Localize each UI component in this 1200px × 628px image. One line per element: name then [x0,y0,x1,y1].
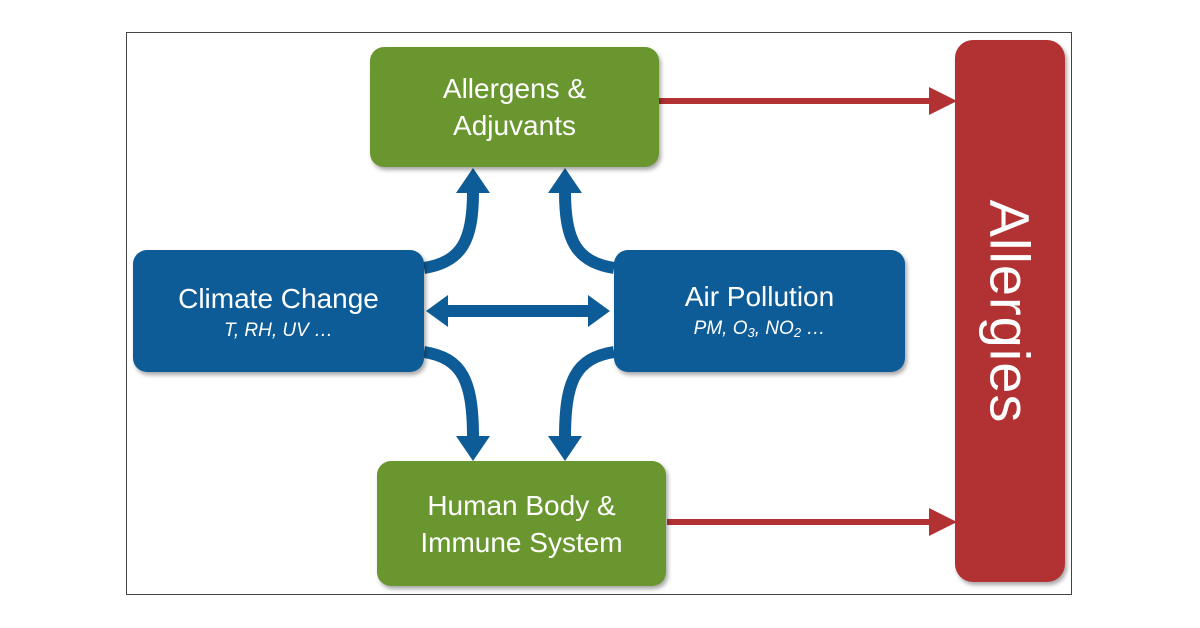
human-body-immune-label: Human Body & Immune System [420,489,623,558]
arrowhead-up-left [456,168,490,193]
red-arrow-human-to-allergies [667,508,957,536]
arrowhead-right [588,295,610,327]
allergies-label: Allergies [978,199,1042,423]
allergens-adjuvants-label: Allergens & Adjuvants [442,73,587,141]
allergens-adjuvants-box: Allergens & Adjuvants [370,47,659,167]
allergies-box: Allergies [955,40,1065,582]
arrowhead-down-left [456,436,490,461]
climate-change-box: Climate Change T, RH, UV … [133,250,424,372]
blue-arrow-climate-to-human [422,346,479,439]
arrowhead-left [426,295,448,327]
red-arrow-allergens-to-allergies [659,87,957,115]
climate-change-factors: T, RH, UV … [223,319,334,341]
diagram-frame [126,32,1072,595]
climate-change-label: Climate Change [178,282,379,314]
blue-arrow-pollution-to-human [559,346,616,439]
blue-arrow-pollution-to-allergens [559,191,616,274]
human-body-immune-box: Human Body & Immune System [377,461,666,586]
arrowhead-down-right [548,436,582,461]
air-pollution-box: Air Pollution PM, O3, NO2 … [614,250,905,372]
air-pollution-factors: PM, O3, NO2 … [693,317,826,340]
arrowhead-up-right [548,168,582,193]
air-pollution-label: Air Pollution [684,280,835,312]
blue-arrow-climate-to-allergens [422,191,479,274]
